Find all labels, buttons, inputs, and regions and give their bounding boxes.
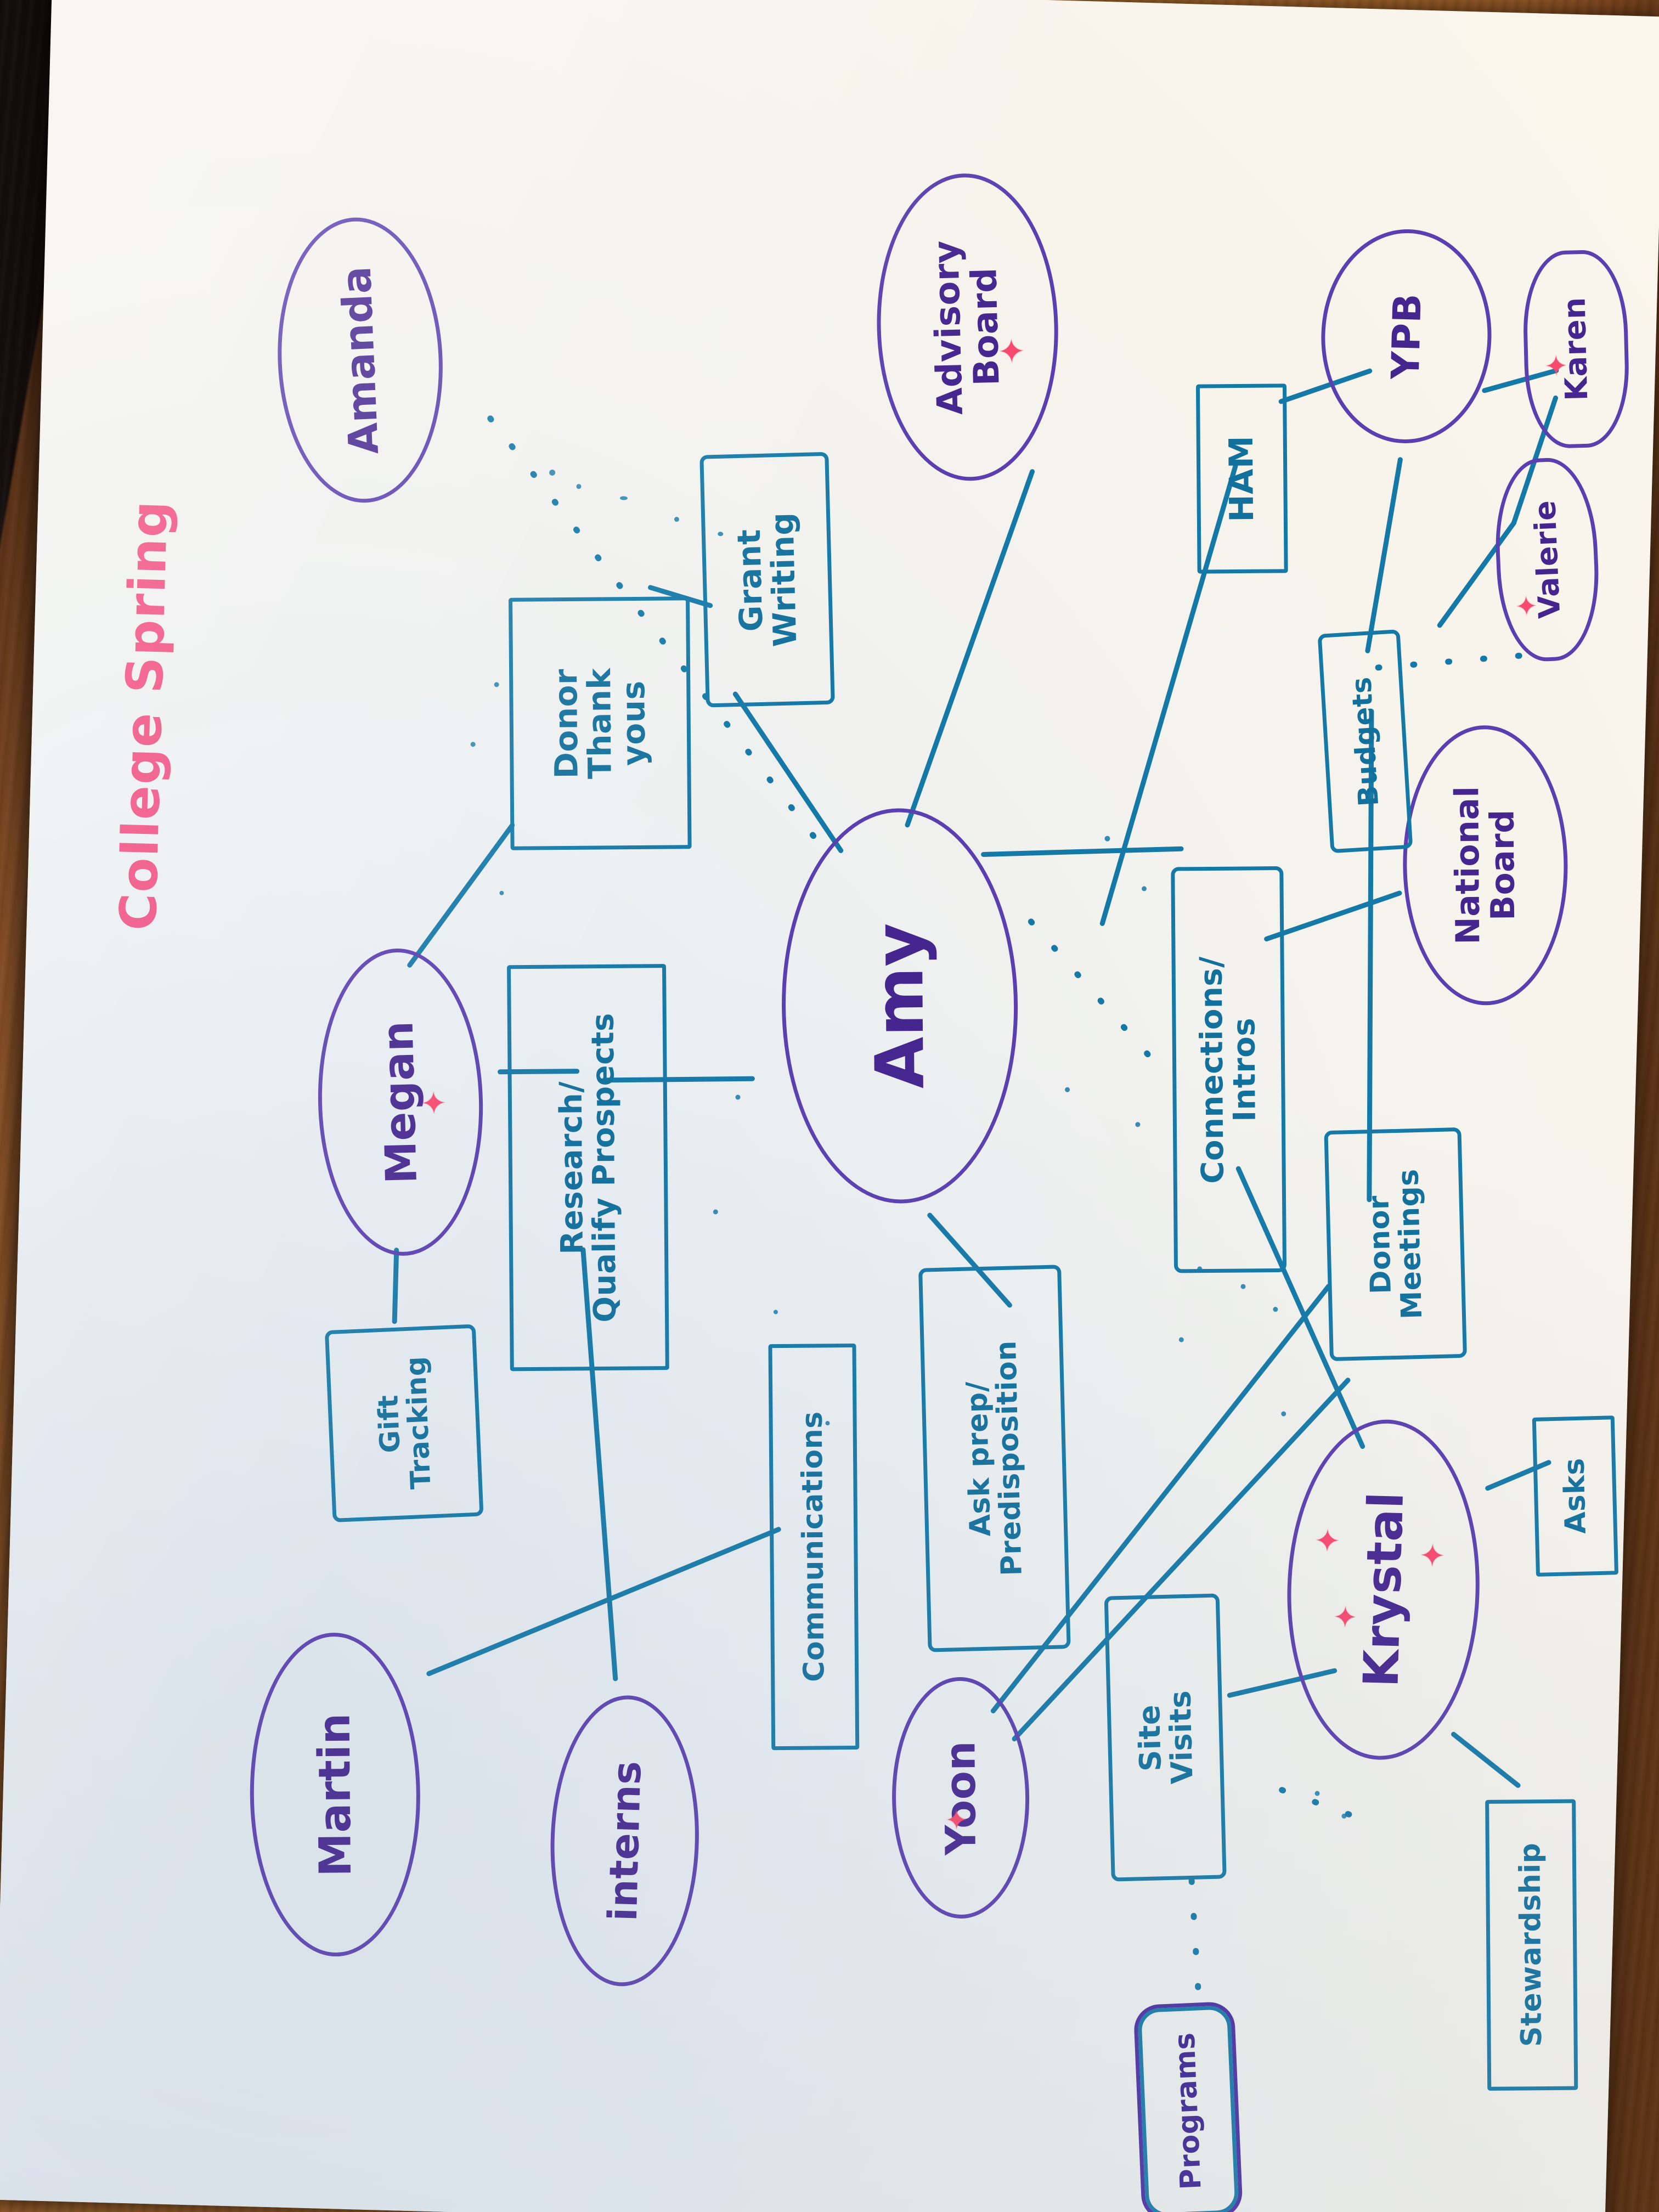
node-connections-intros[interactable]: Connections/ Intros: [1171, 866, 1287, 1273]
edge-amy-askprep: [927, 1212, 1012, 1308]
node-asks-label: Asks: [1558, 1457, 1593, 1535]
node-research-qualify-prospects[interactable]: Research/ Qualify Prospects: [507, 964, 669, 1372]
edge-megan-gift: [392, 1248, 399, 1324]
edge-budgets-meetings: [1367, 709, 1374, 1203]
node-ask-prep-predisposition[interactable]: Ask prep/ Predisposition: [918, 1265, 1071, 1652]
node-communications[interactable]: Communications: [768, 1343, 860, 1751]
node-asks[interactable]: Asks: [1532, 1415, 1619, 1577]
edge-amy-advisory: [905, 469, 1035, 828]
node-national-board-label: National Board: [1447, 786, 1522, 945]
node-gift-tracking-label: Gift Tracking: [372, 1355, 437, 1490]
node-karen[interactable]: Karen ✦: [1521, 249, 1631, 449]
priority-star-icon: ✦: [1314, 1523, 1341, 1560]
edge-ypb-budgets: [1365, 457, 1403, 653]
node-gift-tracking[interactable]: Gift Tracking: [324, 1324, 484, 1523]
edge-thankyous-megan: [407, 822, 515, 968]
node-communications-label: Communications: [795, 1411, 831, 1683]
node-karen-label: Karen: [1556, 296, 1595, 402]
node-martin-label: Martin: [308, 1712, 361, 1877]
node-donor-meetings[interactable]: Donor Meetings: [1324, 1127, 1467, 1362]
priority-star-icon: ✦: [1419, 1538, 1446, 1575]
edge-krystal-sitevisits: [1227, 1668, 1338, 1698]
edge-sitevisits-programs-dotted: [1188, 1877, 1203, 2011]
edge-connections-krystal: [1235, 1166, 1365, 1449]
node-yoon-label: Yoon: [935, 1740, 985, 1855]
node-grant-writing[interactable]: Grant Writing: [699, 452, 835, 708]
node-programs-label: Programs: [1168, 2032, 1208, 2191]
node-amanda-label: Amanda: [332, 265, 388, 455]
node-megan-label: Megan: [373, 1020, 427, 1184]
edge-ypb-karen: [1482, 368, 1559, 393]
node-grant-writing-label: Grant Writing: [730, 511, 804, 647]
edge-amy-connections-dotted: [1028, 918, 1173, 1082]
edge-karen-valerie: [1511, 395, 1559, 526]
node-connections-intros-label: Connections/ Intros: [1193, 956, 1263, 1184]
node-site-visits-label: Site Visits: [1131, 1690, 1200, 1785]
node-amy-label: Amy: [860, 922, 939, 1090]
node-ypb-label: YPB: [1383, 292, 1430, 380]
edge-ypb-ham: [1278, 368, 1373, 404]
edge-amy-grant: [732, 691, 844, 853]
node-ham-label: HAM: [1222, 435, 1261, 522]
edge-krystal-asks: [1485, 1460, 1551, 1491]
node-stewardship-label: Stewardship: [1514, 1842, 1549, 2047]
node-donor-thank-yous[interactable]: Donor Thank yous: [509, 596, 692, 850]
edge-amy-research: [601, 1076, 755, 1083]
node-research-qualify-prospects-label: Research/ Qualify Prospects: [553, 1012, 624, 1323]
node-stewardship[interactable]: Stewardship: [1485, 1799, 1578, 2091]
node-advisory-board-label: Advisory Board: [926, 240, 1008, 416]
edge-krystal-misc-dotted: [1279, 1787, 1367, 1823]
node-valerie-label: Valerie: [1527, 499, 1567, 620]
node-budgets[interactable]: Budgets: [1317, 629, 1413, 854]
node-site-visits[interactable]: Site Visits: [1104, 1593, 1227, 1882]
edge-valerie-budgets: [1437, 520, 1516, 628]
page-title: College Spring: [109, 499, 425, 931]
edge-ham-connections: [1099, 464, 1238, 926]
node-ask-prep-predisposition-label: Ask prep/ Predisposition: [961, 1340, 1029, 1577]
edge-yoon-meetings: [990, 1284, 1331, 1714]
node-budgets-label: Budgets: [1345, 675, 1385, 807]
edge-amy-connections: [981, 846, 1184, 857]
node-interns-label: interns: [599, 1760, 650, 1922]
edge-amanda-amy-dotted: [487, 415, 828, 854]
edge-research-interns: [580, 1247, 618, 1681]
page-title-text: College Spring: [109, 499, 179, 932]
node-ham[interactable]: HAM: [1195, 383, 1288, 574]
node-krystal-label: Krystal: [1352, 1491, 1414, 1689]
edge-grant-thankyous: [648, 585, 713, 608]
edge-yoon-krystal: [1012, 1378, 1351, 1742]
node-donor-meetings-label: Donor Meetings: [1362, 1168, 1429, 1320]
edge-connections-national: [1264, 890, 1402, 941]
node-donor-thank-yous-label: Donor Thank yous: [546, 668, 653, 779]
node-programs[interactable]: Programs: [1137, 2005, 1239, 2212]
edge-martin-comms: [426, 1527, 781, 1677]
edge-megan-research: [498, 1069, 580, 1075]
edge-krystal-stewardship: [1451, 1731, 1521, 1788]
